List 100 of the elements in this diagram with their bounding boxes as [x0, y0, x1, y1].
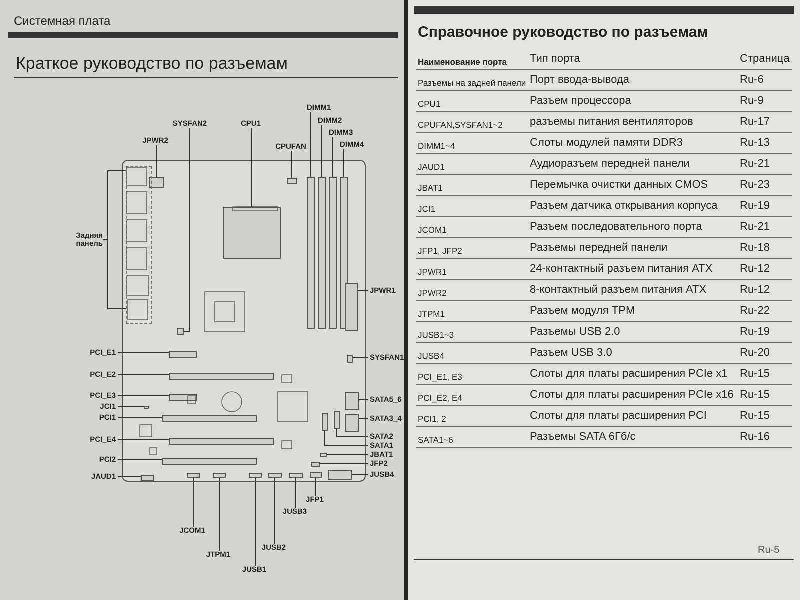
- port-type: Аудиоразъем передней панели: [530, 158, 690, 170]
- port-name: JAUD1: [418, 162, 445, 172]
- connector-outline: [307, 177, 315, 329]
- connector-outline: [329, 177, 337, 329]
- page-number: Ru-21: [740, 221, 770, 233]
- connector-outline: [169, 394, 197, 401]
- port-name: JUSB4: [418, 351, 444, 361]
- port-type: Перемычка очистки данных CMOS: [530, 179, 708, 191]
- page-number: Ru-12: [740, 284, 770, 296]
- motherboard-outline: [122, 160, 366, 482]
- port-type: Разъем датчика открывания корпуса: [530, 200, 718, 212]
- connector-outline: [345, 392, 359, 410]
- port-name: JPWR1: [418, 267, 447, 277]
- connector-outline: [345, 283, 358, 331]
- port-name: JCOM1: [418, 225, 447, 235]
- port-type: Слоты для платы расширения PCIe x16: [530, 389, 734, 401]
- connector-outline: [149, 177, 164, 188]
- port-name: JBAT1: [418, 183, 443, 193]
- running-header: Системная плата: [14, 14, 111, 28]
- port-type: Разъем модуля TPM: [530, 305, 636, 317]
- port-type: Разъем процессора: [530, 95, 632, 107]
- connector-outline: [169, 438, 274, 445]
- port-name: CPUFAN,SYSFAN1~2: [418, 120, 503, 130]
- connector-outline: [345, 414, 359, 432]
- connector-outline: [141, 475, 154, 481]
- port-name: PCI_E2, E4: [418, 393, 462, 403]
- port-name: JCI1: [418, 204, 436, 214]
- page-number: Ru-19: [740, 200, 770, 212]
- port-type: Слоты для платы расширения PCIe x1: [530, 368, 728, 380]
- page-number: Ru-12: [740, 263, 770, 275]
- page-title: Краткое руководство по разъемам: [16, 54, 288, 74]
- connector-outline: [177, 328, 184, 335]
- connector-outline: [187, 473, 200, 478]
- leader-line: [332, 136, 334, 178]
- page-number: Ru-22: [740, 305, 770, 317]
- leader-line: [255, 478, 256, 566]
- leader-line: [118, 476, 142, 478]
- leader-line: [336, 428, 368, 438]
- port-type: Слоты модулей памяти DDR3: [530, 137, 683, 149]
- connector-outline: [268, 473, 282, 478]
- page-number: Ru-17: [740, 116, 770, 128]
- port-name: PCI1, 2: [418, 414, 446, 424]
- port-name: JPWR2: [418, 288, 447, 298]
- connector-outline: [328, 470, 352, 480]
- leader-line: [326, 454, 368, 456]
- leader-line: [118, 352, 170, 354]
- port-type: Разъемы USB 2.0: [530, 326, 620, 338]
- connector-outline: [334, 411, 340, 429]
- leader-line: [358, 290, 368, 292]
- connector-outline: [322, 413, 328, 431]
- port-type: Разъем USB 3.0: [530, 347, 612, 359]
- page-number: Ru-9: [740, 95, 764, 107]
- leader-line: [219, 478, 220, 552]
- leader-line: [352, 474, 368, 476]
- page-number: Ru-21: [740, 158, 770, 170]
- column-header: Наименование порта: [418, 57, 508, 67]
- port-type: Разъем последовательного порта: [530, 221, 702, 233]
- page-number: Ru-6: [740, 74, 764, 86]
- connector-outline: [162, 415, 257, 422]
- leader-line: [118, 374, 170, 376]
- connector-outline: [347, 355, 353, 363]
- page-number: Ru-23: [740, 179, 770, 191]
- connector-outline: [162, 458, 257, 465]
- port-type: Разъемы передней панели: [530, 242, 668, 254]
- page-number: Ru-16: [740, 431, 770, 443]
- port-type: разъемы питания вентиляторов: [530, 116, 694, 128]
- connector-outline: [249, 473, 262, 478]
- leader-line: [118, 406, 144, 408]
- port-name: CPU1: [418, 99, 441, 109]
- rear-panel-connectors: [126, 166, 152, 324]
- connector-outline: [223, 207, 281, 259]
- port-type: Порт ввода-вывода: [530, 74, 630, 86]
- leader-line: [184, 128, 190, 332]
- page-number: Ru-13: [740, 137, 770, 149]
- leader-line: [102, 170, 126, 310]
- leader-line: [324, 430, 368, 446]
- port-name: PCI_E1, E3: [418, 372, 462, 382]
- port-name: DIMM1~4: [418, 141, 456, 151]
- leader-line: [193, 478, 194, 528]
- port-type: Слоты для платы расширения PCI: [530, 410, 707, 422]
- page-number: Ru-19: [740, 326, 770, 338]
- port-type: Разъемы SATA 6Гб/с: [530, 431, 636, 443]
- port-type: 24-контактный разъем питания ATX: [530, 263, 713, 275]
- leader-line: [358, 418, 368, 420]
- page-number: Ru-15: [740, 389, 770, 401]
- connector-outline: [169, 351, 197, 358]
- connector-outline: [213, 473, 226, 478]
- page-number: Ru-15: [740, 368, 770, 380]
- port-type: 8-контактный разъем питания ATX: [530, 284, 707, 296]
- port-name: SATA1~6: [418, 435, 454, 445]
- column-header: Страница: [740, 53, 790, 65]
- leader-line: [156, 144, 157, 178]
- leader-line: [310, 112, 312, 178]
- column-header: Тип порта: [530, 53, 580, 65]
- page-number: Ru-5: [758, 545, 780, 556]
- connector-outline: [144, 406, 149, 409]
- port-name: JUSB1~3: [418, 330, 454, 340]
- page-number: Ru-15: [740, 410, 770, 422]
- page-title: Справочное руководство по разъемам: [418, 24, 708, 41]
- leader-line: [274, 478, 276, 544]
